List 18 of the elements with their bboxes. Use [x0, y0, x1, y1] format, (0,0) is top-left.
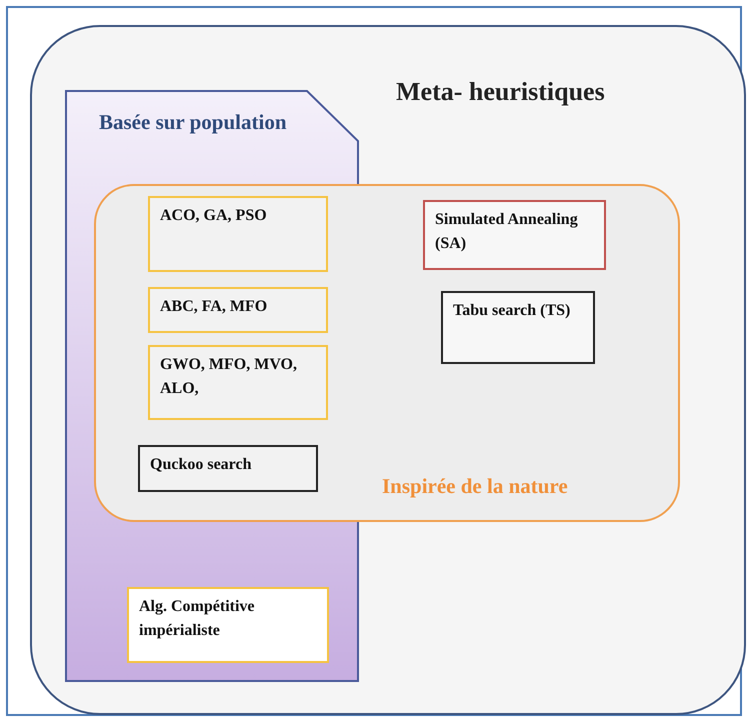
text-box: [441, 291, 595, 364]
box-label: Tabu search (TS): [453, 301, 572, 321]
region-title: Basée sur population: [99, 110, 286, 135]
region-title: Inspirée de la nature: [382, 474, 568, 499]
rounded-region: [30, 25, 746, 715]
box-label: GWO, MFO, MVO, ALO,: [160, 355, 298, 399]
region-title: Meta- heuristiques: [396, 77, 605, 107]
box-label: ABC, FA, MFO: [160, 297, 268, 317]
box-label: Quckoo search: [150, 455, 252, 475]
text-box: [148, 287, 328, 333]
text-box: [423, 200, 606, 270]
box-label: ACO, GA, PSO: [160, 206, 268, 226]
text-box: [148, 345, 328, 420]
text-box: [138, 445, 318, 492]
box-label: Alg. Compétitive impérialiste: [139, 597, 256, 641]
text-box: [148, 196, 328, 272]
text-box: [127, 587, 329, 663]
box-label: Simulated Annealing (SA): [435, 210, 579, 254]
